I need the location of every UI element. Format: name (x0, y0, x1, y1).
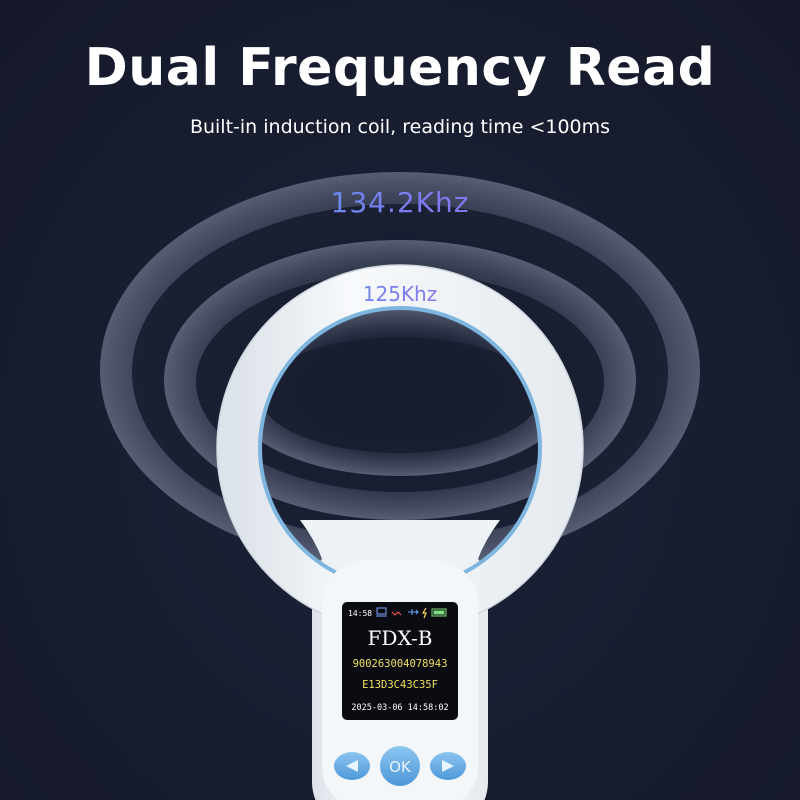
headline: Dual Frequency Read (84, 38, 716, 98)
wireless-icon (391, 611, 402, 616)
screen-hex-code: E13D3C43C35F (362, 679, 438, 691)
frequency-label-outer: 134.2Khz (0, 186, 800, 219)
computer-icon (376, 607, 387, 615)
subheadline: Built-in induction coil, reading time <1… (189, 116, 611, 138)
battery-icon (431, 608, 447, 617)
left-arrow-icon (346, 760, 358, 772)
left-button[interactable] (334, 752, 370, 780)
right-button[interactable] (430, 752, 466, 780)
rfid-reader-device: 14:58 FDX-B 900263004078943 E13D3C43C35F… (216, 264, 584, 800)
frequency-label-inner: 125Khz (0, 282, 800, 306)
screen-tag-id: 900263004078943 (353, 658, 448, 670)
screen-clock: 14:58 (348, 609, 372, 618)
bolt-icon (421, 607, 427, 619)
screen-protocol: FDX-B (368, 626, 433, 650)
ok-button[interactable]: OK (380, 746, 420, 786)
right-arrow-icon (442, 760, 454, 772)
screen-timestamp: 2025-03-06 14:58:02 (351, 703, 448, 713)
wave-ring-inner-core (260, 337, 540, 453)
screen-bezel (342, 602, 458, 720)
signal-waves (100, 172, 700, 568)
usb-icon (408, 609, 419, 615)
ok-button-label: OK (389, 758, 412, 776)
screen-status-bar: 14:58 (348, 607, 447, 619)
battery-fill (433, 610, 445, 615)
